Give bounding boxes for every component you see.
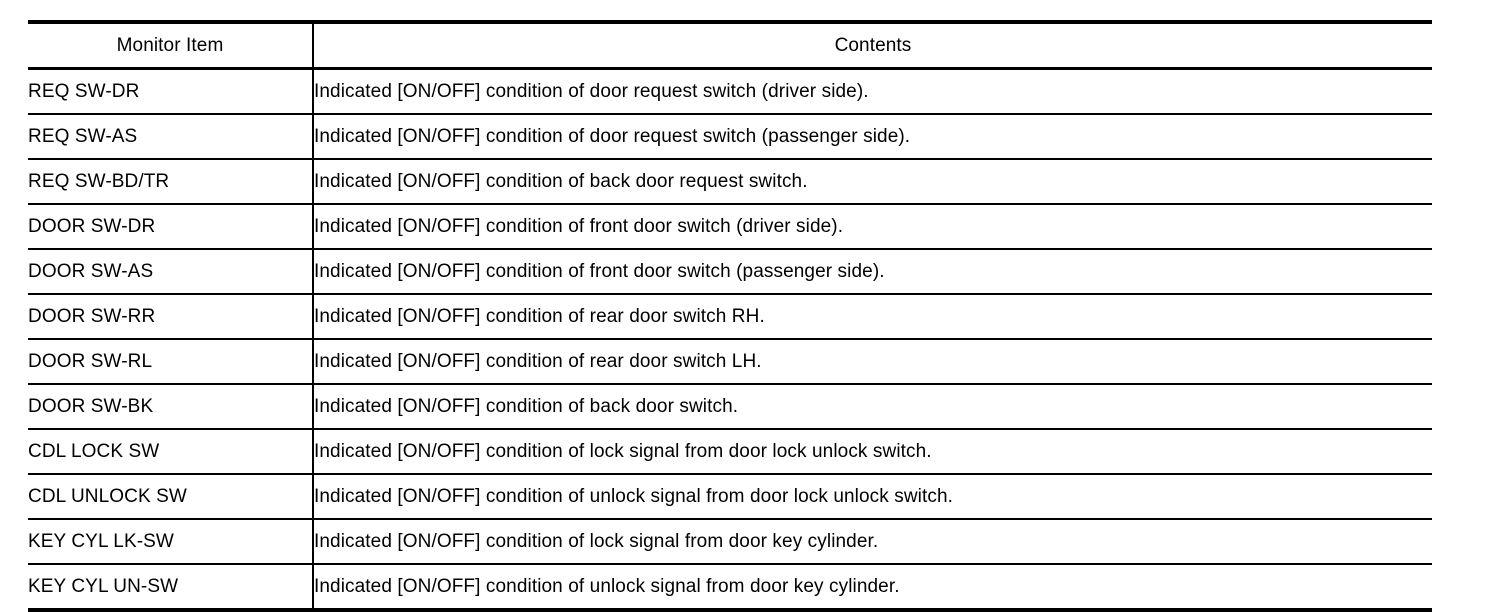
cell-contents: Indicated [ON/OFF] condition of front do… xyxy=(313,249,1432,295)
table-row: KEY CYL LK-SW Indicated [ON/OFF] conditio… xyxy=(28,519,1432,565)
cell-contents: Indicated [ON/OFF] condition of door req… xyxy=(313,114,1432,160)
cell-monitor-item: CDL UNLOCK SW xyxy=(28,474,314,520)
contents-text: Indicated [ON/OFF] condition of rear doo… xyxy=(314,305,765,327)
cell-monitor-item: DOOR SW-DR xyxy=(28,204,314,250)
table-row: DOOR SW-BK Indicated [ON/OFF] condition o… xyxy=(28,384,1432,430)
table-row: DOOR SW-RR Indicated [ON/OFF] condition o… xyxy=(28,294,1432,340)
cell-contents: Indicated [ON/OFF] condition of front do… xyxy=(313,204,1432,250)
table-row: REQ SW-DR Indicated [ON/OFF] condition of… xyxy=(28,68,1432,115)
table-body: REQ SW-DR Indicated [ON/OFF] condition of… xyxy=(28,68,1432,612)
contents-text: Indicated [ON/OFF] condition of unlock s… xyxy=(314,575,900,597)
cell-contents: Indicated [ON/OFF] condition of unlock s… xyxy=(313,474,1432,520)
contents-text: Indicated [ON/OFF] condition of lock sig… xyxy=(314,530,879,552)
cell-monitor-item: REQ SW-DR xyxy=(28,68,314,115)
table-row: DOOR SW-DR Indicated [ON/OFF] condition o… xyxy=(28,204,1432,250)
cell-contents: Indicated [ON/OFF] condition of back doo… xyxy=(313,159,1432,205)
monitor-item-label: DOOR SW-RR xyxy=(28,305,156,327)
contents-text: Indicated [ON/OFF] condition of back doo… xyxy=(314,170,808,192)
contents-text: Indicated [ON/OFF] condition of door req… xyxy=(314,125,911,147)
monitor-item-label: CDL LOCK SW xyxy=(28,440,160,462)
table-header-row: Monitor Item Contents xyxy=(28,20,1432,70)
cell-contents: Indicated [ON/OFF] condition of lock sig… xyxy=(313,429,1432,475)
cell-contents: Indicated [ON/OFF] condition of unlock s… xyxy=(313,564,1432,612)
contents-text: Indicated [ON/OFF] condition of unlock s… xyxy=(314,485,953,507)
contents-text: Indicated [ON/OFF] condition of door req… xyxy=(314,80,869,102)
cell-contents: Indicated [ON/OFF] condition of back doo… xyxy=(313,384,1432,430)
cell-contents: Indicated [ON/OFF] condition of rear doo… xyxy=(313,339,1432,385)
monitor-item-label: REQ SW-DR xyxy=(28,80,140,102)
table-row: KEY CYL UN-SW Indicated [ON/OFF] conditio… xyxy=(28,564,1432,612)
monitor-item-table: Monitor Item Contents REQ SW-DR Indicated… xyxy=(28,20,1432,612)
monitor-item-label: DOOR SW-BK xyxy=(28,395,154,417)
monitor-item-label: CDL UNLOCK SW xyxy=(28,485,187,507)
cell-contents: Indicated [ON/OFF] condition of door req… xyxy=(313,68,1432,115)
column-header-contents: Contents xyxy=(313,20,1432,70)
table-row: DOOR SW-AS Indicated [ON/OFF] condition o… xyxy=(28,249,1432,295)
cell-monitor-item: REQ SW-BD/TR xyxy=(28,159,314,205)
monitor-item-label: REQ SW-BD/TR xyxy=(28,170,170,192)
cell-contents: Indicated [ON/OFF] condition of rear doo… xyxy=(313,294,1432,340)
table-row: REQ SW-AS Indicated [ON/OFF] condition of… xyxy=(28,114,1432,160)
monitor-item-label: KEY CYL UN-SW xyxy=(28,575,179,597)
cell-monitor-item: KEY CYL LK-SW xyxy=(28,519,314,565)
contents-text: Indicated [ON/OFF] condition of front do… xyxy=(314,215,844,237)
cell-contents: Indicated [ON/OFF] condition of lock sig… xyxy=(313,519,1432,565)
table-row: CDL LOCK SW Indicated [ON/OFF] condition … xyxy=(28,429,1432,475)
column-header-contents-label: Contents xyxy=(834,34,912,56)
page-root: Monitor Item Contents REQ SW-DR Indicated… xyxy=(28,20,1432,612)
column-header-monitor-item-label: Monitor Item xyxy=(116,34,224,56)
cell-monitor-item: CDL LOCK SW xyxy=(28,429,314,475)
table-row: DOOR SW-RL Indicated [ON/OFF] condition o… xyxy=(28,339,1432,385)
cell-monitor-item: KEY CYL UN-SW xyxy=(28,564,314,612)
table-row: CDL UNLOCK SW Indicated [ON/OFF] conditio… xyxy=(28,474,1432,520)
monitor-item-label: REQ SW-AS xyxy=(28,125,138,147)
contents-text: Indicated [ON/OFF] condition of lock sig… xyxy=(314,440,932,462)
monitor-item-label: KEY CYL LK-SW xyxy=(28,530,174,552)
monitor-item-table-container: Monitor Item Contents REQ SW-DR Indicated… xyxy=(28,20,1432,612)
column-header-monitor-item: Monitor Item xyxy=(28,20,314,70)
table-row: REQ SW-BD/TR Indicated [ON/OFF] condition… xyxy=(28,159,1432,205)
contents-text: Indicated [ON/OFF] condition of rear doo… xyxy=(314,350,762,372)
cell-monitor-item: DOOR SW-RR xyxy=(28,294,314,340)
monitor-item-label: DOOR SW-DR xyxy=(28,215,156,237)
cell-monitor-item: DOOR SW-AS xyxy=(28,249,314,295)
cell-monitor-item: REQ SW-AS xyxy=(28,114,314,160)
contents-text: Indicated [ON/OFF] condition of front do… xyxy=(314,260,885,282)
table-header: Monitor Item Contents xyxy=(28,20,1432,70)
contents-text: Indicated [ON/OFF] condition of back doo… xyxy=(314,395,739,417)
cell-monitor-item: DOOR SW-RL xyxy=(28,339,314,385)
monitor-item-label: DOOR SW-RL xyxy=(28,350,153,372)
cell-monitor-item: DOOR SW-BK xyxy=(28,384,314,430)
monitor-item-label: DOOR SW-AS xyxy=(28,260,154,282)
